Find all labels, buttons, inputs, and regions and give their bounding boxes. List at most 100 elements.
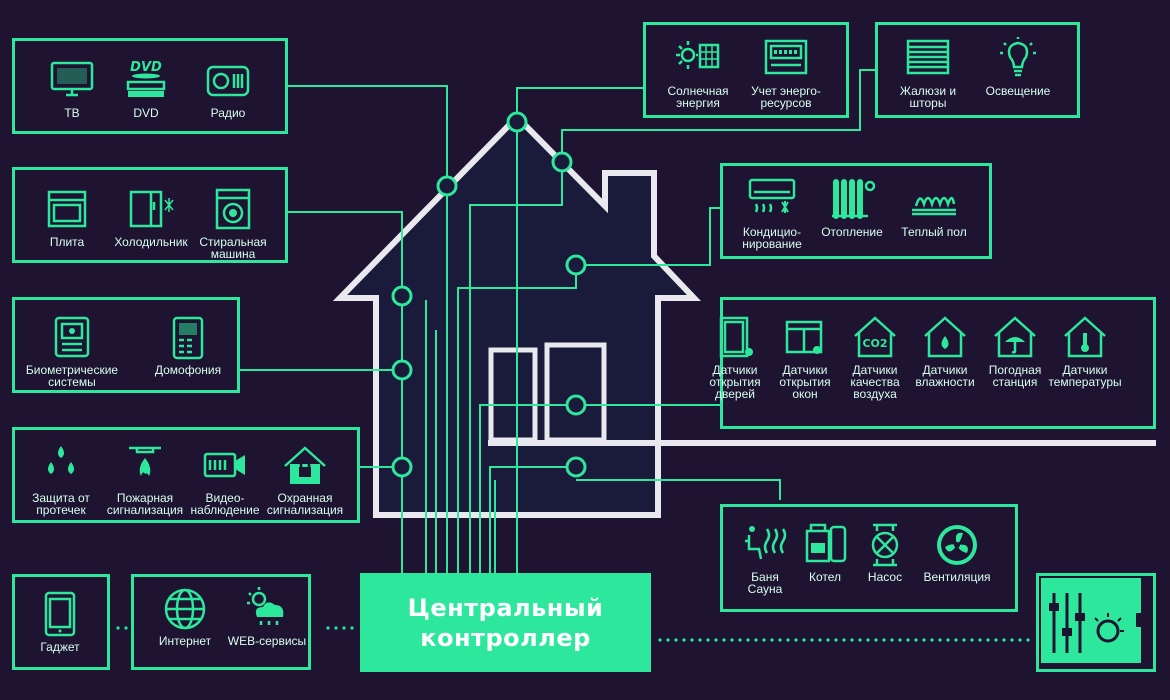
dot-c-20	[818, 638, 822, 642]
device-label-line: Биометрические	[25, 363, 119, 377]
device-oven[interactable]: Плита	[17, 186, 117, 248]
group-control-panel	[1036, 573, 1156, 672]
dot-c-16	[786, 638, 790, 642]
dot-c-5	[698, 638, 702, 642]
device-radiator[interactable]: Отопление	[797, 176, 907, 238]
device-label: Освещение	[986, 85, 1051, 97]
device-label-line: Стиральная	[199, 235, 267, 249]
device-weather-cloud[interactable]: WEB-сервисы	[212, 585, 322, 647]
dot-c-39	[970, 638, 974, 642]
device-label-line: Освещение	[985, 84, 1051, 98]
device-globe[interactable]: Интернет	[130, 585, 240, 647]
device-pump[interactable]: Насос	[835, 521, 935, 583]
device-label: Холодильник	[114, 236, 187, 248]
device-label-line: Охранная	[277, 491, 333, 505]
device-label-line: наблюдение	[190, 503, 260, 517]
device-label-line: Баня	[751, 570, 779, 584]
device-label-line: Холодильник	[114, 235, 188, 249]
device-label-line: Учет энерго-	[751, 84, 821, 98]
device-label-line: открытия	[709, 375, 761, 389]
biometric-icon	[54, 316, 90, 358]
device-label-line: Погодная	[988, 363, 1042, 377]
controller-title-line1: Центральный	[407, 593, 604, 622]
co2-sensor-icon: CO2	[854, 316, 896, 358]
tv-icon	[50, 61, 94, 97]
device-label: Котел	[809, 571, 841, 583]
device-label-line: Насос	[867, 570, 903, 584]
control-panel-icon[interactable]	[1036, 573, 1156, 672]
connection-node-6	[565, 254, 587, 276]
device-tv[interactable]: ТВ	[17, 57, 127, 119]
device-lightbulb[interactable]: Освещение	[958, 35, 1078, 97]
dot-c-4	[690, 638, 694, 642]
connection-node-7	[565, 394, 587, 416]
device-label: Насос	[868, 571, 902, 583]
dot-c-33	[922, 638, 926, 642]
device-label-line: качества	[850, 375, 900, 389]
boiler-icon	[805, 523, 847, 563]
central-controller[interactable]: Центральный контроллер	[360, 573, 651, 672]
device-label-line: Датчики	[782, 363, 828, 377]
device-label-line: DVD	[133, 106, 159, 120]
device-boiler[interactable]: Котел	[775, 521, 875, 583]
device-heated-floor[interactable]: Теплый пол	[879, 176, 989, 238]
dot-c-15	[778, 638, 782, 642]
device-label-line: Домофония	[154, 363, 222, 377]
device-fridge[interactable]: Холодильник	[101, 186, 201, 248]
dotted-links	[116, 626, 1030, 642]
device-label-line: Защита от	[32, 491, 90, 505]
dot-c-1	[666, 638, 670, 642]
weather-cloud-icon	[247, 587, 284, 625]
device-label-line: окон	[792, 387, 818, 401]
dot-c-22	[834, 638, 838, 642]
dot-c-9	[730, 638, 734, 642]
device-label-line: Кондицио-	[742, 225, 802, 239]
wire-6	[516, 87, 643, 122]
dot-c-14	[770, 638, 774, 642]
device-label-line: Плита	[49, 235, 85, 249]
door-sensor-icon	[719, 316, 753, 358]
device-label-line: дверей	[715, 387, 755, 401]
device-label: DVD	[133, 107, 158, 119]
weather-station-icon	[994, 316, 1036, 358]
connection-node-8	[565, 456, 587, 478]
dot-c-24	[850, 638, 854, 642]
device-label-line: Сауна	[747, 582, 783, 596]
group-gadget: Гаджет	[12, 574, 110, 670]
device-meter[interactable]: Учет энерго-ресурсов	[726, 35, 846, 109]
device-label-line: Гаджет	[40, 640, 80, 654]
device-intercom[interactable]: Домофония	[133, 314, 243, 376]
device-label-line: Солнечная	[667, 84, 729, 98]
device-radio[interactable]: Радио	[173, 57, 283, 119]
dot-c-8	[722, 638, 726, 642]
connection-node-0	[436, 175, 458, 197]
device-fan[interactable]: Вентиляция	[907, 521, 1007, 583]
device-label: Домофония	[155, 364, 221, 376]
device-tablet[interactable]: Гаджет	[5, 591, 115, 653]
dot-c-36	[946, 638, 950, 642]
device-video-camera[interactable]: Видео-наблюдение	[171, 442, 279, 516]
dot-c-43	[1002, 638, 1006, 642]
device-air-conditioner[interactable]: Кондицио-нирование	[717, 176, 827, 250]
connection-node-1	[506, 111, 528, 133]
